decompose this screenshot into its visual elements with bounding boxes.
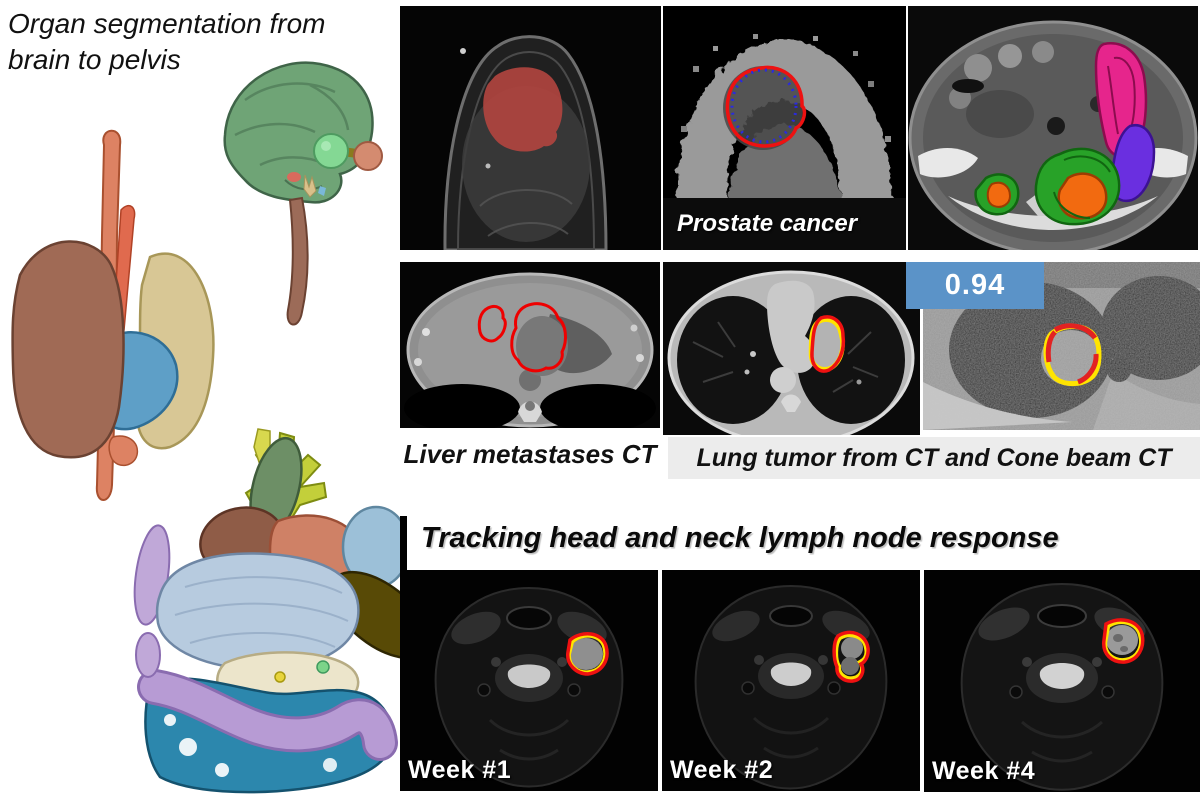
overlay-orange-inner-large (1057, 172, 1108, 220)
panel-liver-ct (400, 262, 660, 428)
panel-week-4: Week #4 (924, 570, 1200, 792)
colon-purple-organ (140, 672, 395, 758)
week-label-2: Week #2 (670, 756, 774, 784)
neck-mri-week1 (400, 570, 658, 791)
dice-score-badge: 0.94 (906, 262, 1044, 309)
node-contour-red (832, 630, 870, 683)
lung-caption-band: Lung tumor from CT and Cone beam CT (668, 437, 1200, 479)
node-yellow-small (274, 671, 286, 683)
mediastinum (767, 280, 816, 373)
figure-title: Organ segmentation from brain to pelvis (8, 8, 326, 76)
prostate-contour-red (725, 65, 807, 148)
panel-week-2: Week #2 (662, 570, 920, 791)
render-brain-segmentation (223, 61, 383, 326)
eye-globe-right (353, 141, 383, 171)
panel-cone-beam-ct (923, 262, 1200, 430)
liver-contour-red-large (510, 302, 567, 373)
dice-score-value: 0.94 (944, 269, 1006, 301)
tracking-heading: Tracking head and neck lymph node respon… (421, 522, 1059, 554)
lymph-node (841, 637, 863, 659)
neck-mri-week4 (924, 570, 1200, 792)
prostate-label-band: Prostate cancer (663, 198, 906, 250)
week-label-1: Week #1 (408, 756, 512, 784)
pelvic-bone-arc (948, 196, 1158, 230)
liver-ct-image (400, 262, 660, 428)
panel-ovarian-ct: Ovarian metastases CT (908, 6, 1198, 250)
node-contour-red (566, 632, 609, 676)
right-lung-organ (11, 240, 125, 459)
cone-beam-ct-image (923, 262, 1200, 430)
node-green-small (316, 660, 330, 674)
liver-caption: Liver metastases CT (403, 438, 657, 469)
heading-accent-bar (400, 516, 407, 570)
panel-breast-mri: Breast cancer MRI (400, 6, 661, 250)
lymph-node (569, 638, 603, 670)
spine-bone (518, 401, 542, 422)
vessel-salmon (108, 435, 139, 467)
render-thorax-segmentation (11, 129, 215, 501)
node-contour-red (1102, 618, 1145, 664)
breast-mri-image (400, 6, 661, 250)
overlay-purple-node (1110, 123, 1156, 203)
spinal-cord-organ (286, 196, 309, 326)
brain-organ (223, 61, 374, 204)
vertebra-bright (770, 662, 812, 686)
breast-tumor-overlay (483, 67, 563, 152)
render-pelvis-segmentation (133, 428, 405, 794)
prostate-tumor-region (723, 66, 803, 150)
eye-organ (313, 133, 349, 169)
vertebra-bright (507, 664, 551, 688)
week-label-4: Week #4 (932, 757, 1036, 785)
eye-highlight (321, 141, 331, 151)
lung-caption: Lung tumor from CT and Cone beam CT (696, 443, 1172, 472)
cbct-tumor-contour-red (1045, 323, 1099, 385)
small-blue-structure (318, 186, 326, 196)
lung-tumor-contour-red (810, 315, 846, 373)
lung-ct-image (663, 262, 920, 435)
liver-contour-red-small (477, 304, 507, 343)
panel-prostate: Prostate cancer (663, 6, 906, 250)
hip-bone-left (918, 147, 978, 178)
prostate-panel-label: Prostate cancer (677, 210, 858, 237)
overlay-orange-inner-small (986, 181, 1012, 208)
neck-mri-week2 (662, 570, 920, 791)
small-tan-structure (303, 174, 317, 198)
prostate-contour-blue-dotted (730, 68, 798, 144)
panel-lung-ct (663, 262, 920, 435)
small-red-structure (287, 172, 301, 182)
vertebra-bright (1039, 663, 1085, 689)
panel-week-1: Week #1 (400, 570, 658, 791)
ovarian-ct-image (908, 6, 1198, 250)
